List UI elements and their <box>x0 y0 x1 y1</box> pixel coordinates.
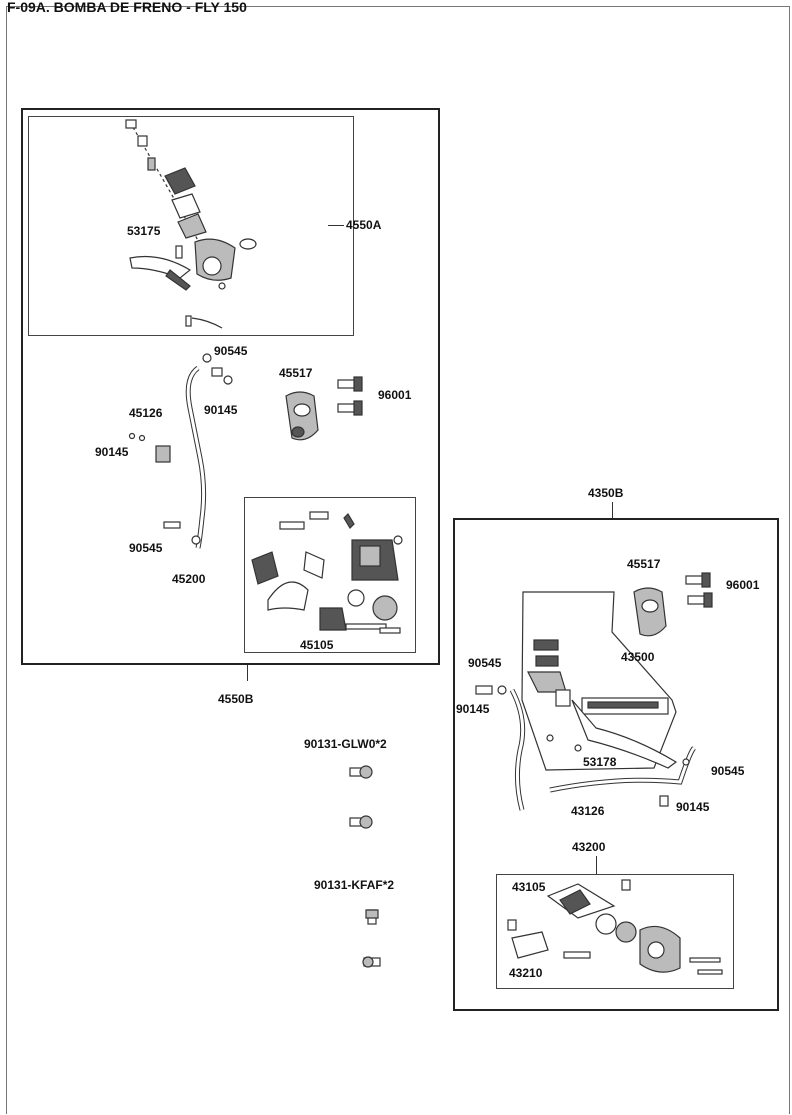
part-label-96001-left: 96001 <box>378 388 412 402</box>
part-label-45105: 45105 <box>300 638 334 652</box>
part-label-4350B: 4350B <box>588 486 624 500</box>
brake-hose-right-drawing <box>475 685 696 811</box>
part-label-90545-right-b: 90545 <box>711 764 745 778</box>
brake-hose-45126-drawing <box>128 353 233 549</box>
leader-line-4550A <box>328 225 344 226</box>
part-label-90131-kfaf: 90131-KFAF*2 <box>314 878 395 892</box>
assembly-box-43200 <box>496 874 734 989</box>
part-label-90545-top: 90545 <box>214 344 248 358</box>
page-title: F-09A. BOMBA DE FRENO - FLY 150 <box>7 0 247 15</box>
part-label-53178: 53178 <box>583 755 617 769</box>
part-label-45517-right: 45517 <box>627 557 661 571</box>
page-frame: F-09A. BOMBA DE FRENO - FLY 150 <box>6 0 790 1114</box>
part-label-90131-glw0: 90131-GLW0*2 <box>304 737 387 751</box>
master-cylinder-4550A-drawing <box>125 119 257 329</box>
part-label-53175: 53175 <box>127 224 161 238</box>
handlebar-clamp-45517-left-drawing <box>285 391 319 441</box>
part-label-43126: 43126 <box>571 804 605 818</box>
part-label-45126: 45126 <box>129 406 163 420</box>
part-label-4550A: 4550A <box>346 218 382 232</box>
part-label-43105: 43105 <box>512 880 546 894</box>
part-label-45517-left: 45517 <box>279 366 313 380</box>
assembly-box-4350B <box>453 518 779 1011</box>
part-label-4550B: 4550B <box>218 692 254 706</box>
part-label-90145-right-a: 90145 <box>456 702 490 716</box>
part-label-90545-right-a: 90545 <box>468 656 502 670</box>
part-label-90145-b: 90145 <box>95 445 129 459</box>
bolts-90131-kfaf-drawing <box>362 909 381 968</box>
assembly-box-4550A <box>28 116 354 336</box>
assembly-box-4550B <box>21 108 440 665</box>
assembly-box-45105 <box>244 497 416 653</box>
handlebar-clamp-45517-right-drawing <box>633 587 667 637</box>
caliper-43200-drawing <box>507 879 723 975</box>
caliper-45105-drawing <box>251 511 403 634</box>
part-label-43200: 43200 <box>572 840 606 854</box>
part-label-45200: 45200 <box>172 572 206 586</box>
part-label-90145-right-b: 90145 <box>676 800 710 814</box>
bolts-90131-glw0-drawing <box>349 765 373 829</box>
part-label-43500: 43500 <box>621 650 655 664</box>
bolts-96001-left-drawing <box>337 376 363 416</box>
leader-line-43200 <box>596 856 597 874</box>
leader-line-4350B <box>612 502 613 518</box>
master-cylinder-43500-drawing <box>521 591 678 771</box>
part-label-43210: 43210 <box>509 966 543 980</box>
bolts-96001-right-drawing <box>685 572 713 608</box>
leader-line-4550B <box>247 665 248 681</box>
part-label-90145-a: 90145 <box>204 403 238 417</box>
part-label-96001-right: 96001 <box>726 578 760 592</box>
part-label-90545-mid: 90545 <box>129 541 163 555</box>
